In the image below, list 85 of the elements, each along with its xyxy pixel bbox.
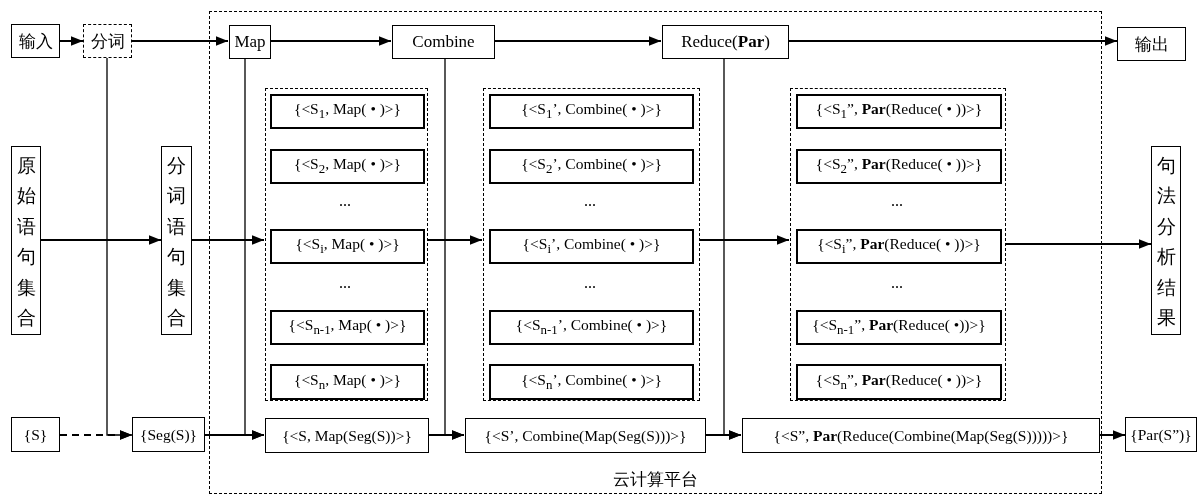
box-label: 分词语句集合 [167, 154, 186, 330]
process-box [465, 418, 706, 453]
process-box [132, 417, 205, 452]
ellipsis-text: ... [584, 192, 596, 210]
arrow [698, 235, 790, 245]
box-label: Combine [412, 32, 475, 52]
arrow [444, 57, 465, 440]
ellipsis-text: ... [339, 192, 351, 210]
box-label: {<S$_{2}$”, Par(Reduce( • ))>} [815, 155, 983, 178]
process-box [270, 149, 425, 184]
ellipsis-text: ... [584, 274, 596, 292]
box-label: {Seg(S)} [139, 425, 198, 444]
process-box [11, 417, 60, 452]
process-box [489, 229, 694, 264]
box-label: {<S”, Par(Reduce(Combine(Map(Seg(S)))))>} [773, 426, 1069, 445]
box-label: 输入 [18, 30, 53, 53]
box-label: {<S, Map(Seg(S))>} [282, 426, 412, 445]
process-box [1151, 146, 1181, 335]
box-label: 输出 [1134, 33, 1169, 56]
process-box [796, 229, 1002, 264]
process-box [83, 24, 132, 58]
arrow [131, 36, 229, 46]
process-box [1125, 417, 1197, 452]
process-box [1117, 27, 1186, 61]
process-box [229, 25, 271, 59]
process-box [270, 364, 425, 400]
process-box [662, 25, 789, 59]
process-box [161, 146, 192, 335]
ellipsis-text: ... [891, 192, 903, 210]
box-label: {<S$_{i}$’, Combine( • )>} [522, 235, 661, 258]
arrow [493, 36, 662, 46]
box-label: {<S$_{n}$, Map( • )>} [293, 370, 402, 394]
arrow [1004, 239, 1152, 249]
arrow [426, 235, 483, 245]
process-box [11, 24, 60, 58]
process-box [270, 229, 425, 264]
process-box [489, 364, 694, 400]
process-box [796, 94, 1002, 129]
box-label: {<S$_{1}$’, Combine( • )>} [521, 100, 662, 123]
ellipsis-text: ... [891, 274, 903, 292]
box-label: {Par(S”)} [1130, 425, 1192, 444]
box-label: {<S$_{1}$”, Par(Reduce( • ))>} [815, 100, 983, 123]
box-label: 句法分析结果 [1156, 154, 1176, 330]
group-box [790, 88, 1006, 401]
process-box [270, 94, 425, 129]
box-label: {<S$_{n-1}$, Map( • )>} [288, 316, 407, 339]
process-box [796, 149, 1002, 184]
box-label: {<S$_{i}$, Map( • )>} [295, 235, 400, 258]
arrow [191, 235, 265, 245]
ellipsis-text: ... [339, 274, 351, 292]
process-box [392, 25, 495, 59]
box-label: {<S’, Combine(Map(Seg(S)))>} [484, 426, 687, 445]
arrow [787, 36, 1118, 46]
arrow [59, 36, 84, 46]
platform-frame [209, 11, 1102, 494]
box-label: {<S$_{i}$”, Par(Reduce( • ))>} [817, 235, 981, 258]
box-label: {<S$_{2}$’, Combine( • )>} [521, 155, 662, 178]
group-box [483, 88, 700, 401]
box-label: 原始语句集合 [16, 154, 36, 330]
arrow [40, 235, 162, 245]
arrow [723, 57, 742, 440]
process-box [489, 149, 694, 184]
process-box [742, 418, 1100, 453]
arrow [106, 57, 133, 440]
process-box [796, 310, 1002, 345]
box-label: {<S$_{n}$’, Combine( • )>} [521, 370, 662, 394]
process-box [796, 364, 1002, 400]
box-label: {<S$_{n}$”, Par(Reduce( • ))>} [815, 370, 983, 394]
process-box [489, 310, 694, 345]
arrow [269, 36, 392, 46]
box-label: Map [234, 32, 266, 52]
box-label: {<S$_{1}$, Map( • )>} [293, 100, 402, 123]
process-box [11, 146, 41, 335]
process-box [489, 94, 694, 129]
arrow [1098, 430, 1126, 440]
box-label: {<S$_{n-1}$’, Combine( • )>} [515, 316, 668, 339]
process-box [265, 418, 429, 453]
box-label: Reduce(Par) [681, 32, 770, 52]
process-box [270, 310, 425, 345]
arrow [244, 57, 265, 440]
group-box [265, 88, 428, 401]
box-label: {S} [23, 425, 48, 444]
box-label: {<S$_{n-1}$”, Par(Reduce( •))>} [812, 316, 986, 339]
box-label: {<S$_{2}$, Map( • )>} [293, 155, 402, 178]
box-label: 分词 [90, 30, 125, 53]
